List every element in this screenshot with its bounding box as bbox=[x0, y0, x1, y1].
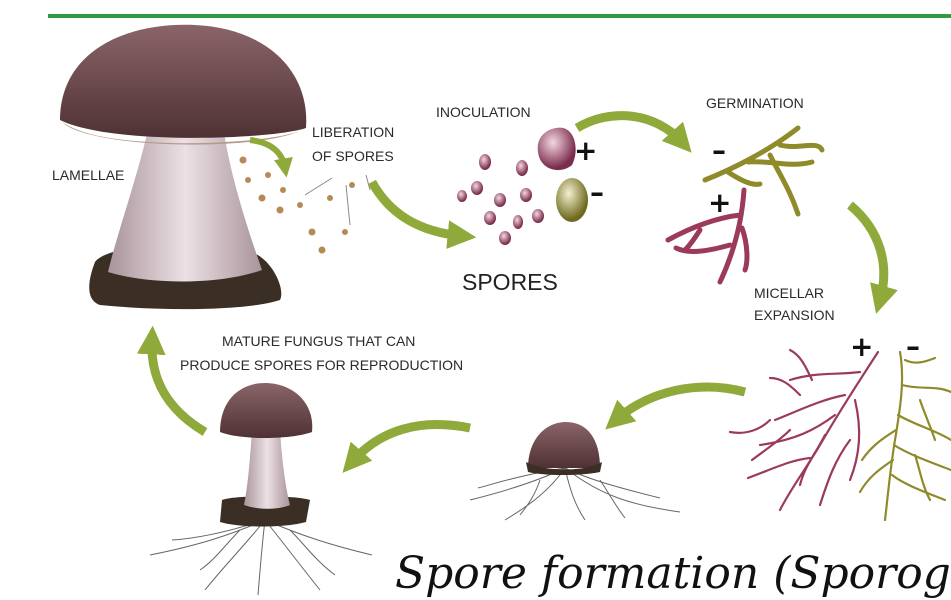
arrow-inoculation-to-germination bbox=[574, 111, 692, 153]
large-mushroom bbox=[60, 24, 307, 310]
germination-plus-filament bbox=[665, 187, 750, 285]
plus-spore-sign: + bbox=[574, 134, 597, 167]
arrow-micellar-to-primordium bbox=[605, 382, 747, 430]
label-lamellae: LAMELLAE bbox=[52, 167, 124, 183]
label-liberation-line2: OF SPORES bbox=[312, 148, 394, 164]
label-germination: GERMINATION bbox=[706, 95, 804, 111]
micellar-plus-network bbox=[728, 348, 880, 512]
top-accent-bar bbox=[48, 14, 951, 18]
arrow-mature-to-large bbox=[136, 325, 208, 436]
released-spores bbox=[239, 156, 371, 254]
germination-plus-sign: + bbox=[708, 186, 731, 219]
germination-minus-sign: – bbox=[712, 134, 726, 167]
micellar-plus-sign: + bbox=[850, 330, 873, 363]
minus-spore: – bbox=[556, 176, 604, 222]
minus-spore-sign: – bbox=[590, 176, 604, 209]
diagram-title: Spore formation (Sporogen bbox=[395, 548, 951, 599]
label-micellar-line1: MICELLAR bbox=[754, 285, 824, 301]
label-micellar-line2: EXPANSION bbox=[754, 307, 835, 323]
label-inoculation: INOCULATION bbox=[436, 104, 531, 120]
arrow-liberation-to-spores bbox=[368, 179, 477, 249]
mature-mushroom bbox=[149, 383, 373, 596]
mature-roots bbox=[149, 519, 373, 596]
gill-release-arrow bbox=[249, 137, 293, 178]
primordium-mushroom bbox=[469, 422, 681, 521]
plus-spore: + bbox=[537, 127, 597, 171]
label-liberation-line1: LIBERATION bbox=[312, 124, 394, 140]
spore-cluster bbox=[457, 154, 544, 245]
label-spores: SPORES bbox=[462, 269, 558, 295]
arrow-primordium-to-mature bbox=[342, 420, 471, 473]
micellar-minus-network bbox=[858, 350, 951, 522]
arrow-germination-to-micellar bbox=[847, 201, 898, 314]
label-mature-line1: MATURE FUNGUS THAT CAN bbox=[222, 333, 415, 349]
label-mature-line2: PRODUCE SPORES FOR REPRODUCTION bbox=[180, 357, 463, 373]
large-mushroom-cap bbox=[60, 24, 307, 138]
germination-minus-filament bbox=[702, 125, 825, 217]
micellar-minus-sign: – bbox=[906, 330, 920, 363]
large-mushroom-stem bbox=[108, 118, 262, 282]
primordium-roots bbox=[469, 467, 681, 521]
